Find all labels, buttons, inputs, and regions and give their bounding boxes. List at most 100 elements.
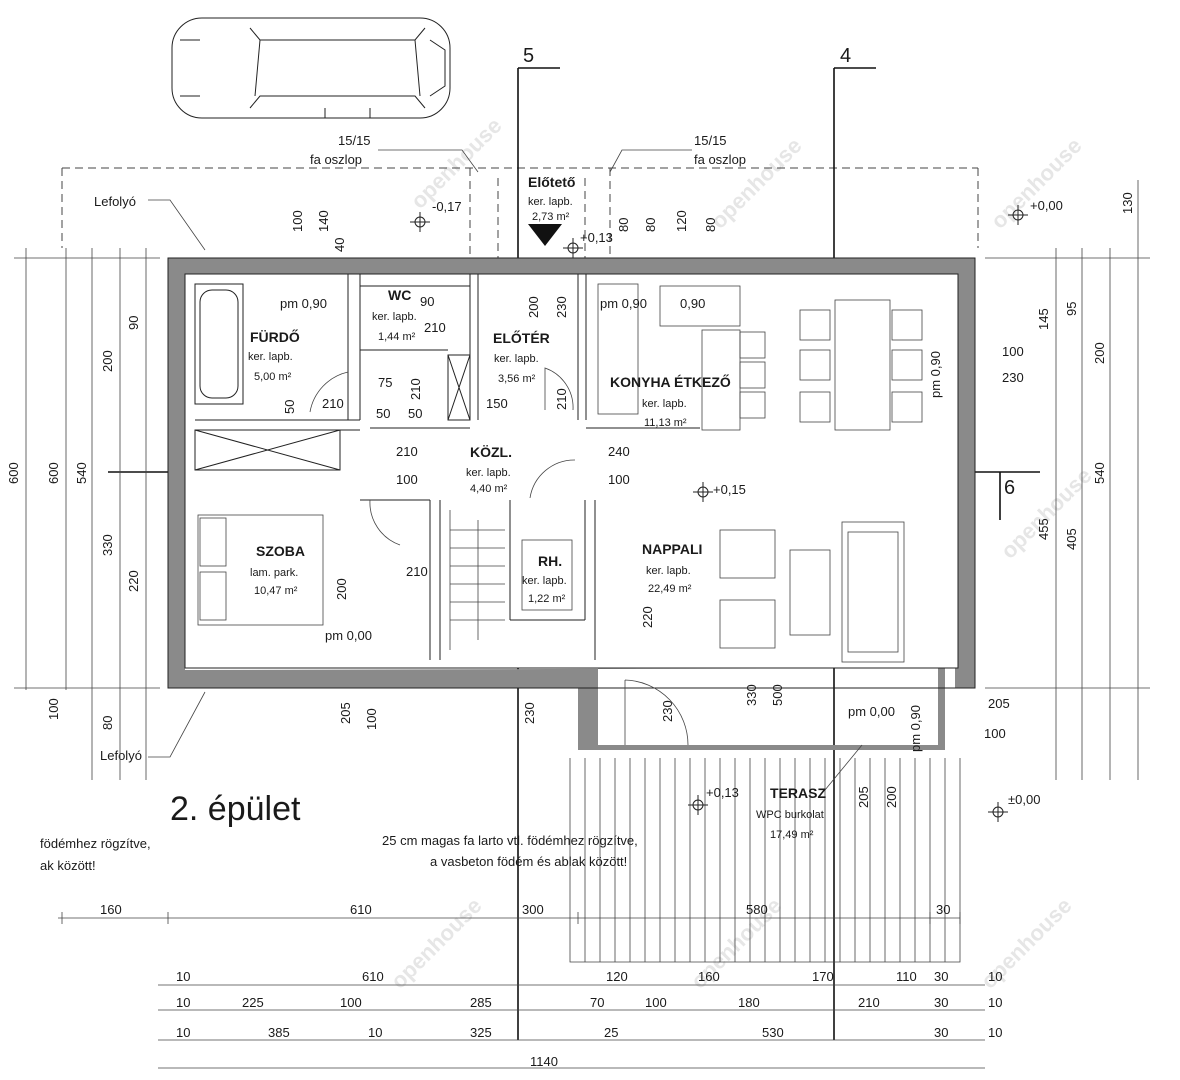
room-floor: ker. lapb. — [466, 467, 511, 479]
dim-bottom-row3: 30 — [934, 995, 948, 1010]
stair-symbol — [449, 510, 505, 650]
dim-bottom-row4: 10 — [176, 1025, 190, 1040]
dim-interior: 100 — [1002, 344, 1024, 359]
entrance-arrow-icon — [528, 224, 562, 246]
drain-label: Lefolyó — [100, 748, 142, 763]
leader-lines — [148, 149, 863, 791]
dim-interior: 100 — [364, 708, 379, 730]
dim-bottom-row3: 10 — [988, 995, 1002, 1010]
level-markers — [410, 205, 1028, 822]
dim-interior: 205 — [988, 696, 1010, 711]
sill-label: pm 0,90 — [908, 705, 923, 752]
room-area: 17,49 m² — [770, 829, 814, 841]
dim-interior: 200 — [334, 578, 349, 600]
room-name: WC — [388, 287, 411, 303]
dim-bottom-row2: 170 — [812, 969, 834, 984]
dim-bottom-row3: 225 — [242, 995, 264, 1010]
dim-interior: 150 — [486, 396, 508, 411]
dim-interior: 200 — [526, 296, 541, 318]
room-floor: ker. lapb. — [642, 398, 687, 410]
dim-bottom-row2: 10 — [988, 969, 1002, 984]
room-name: FÜRDŐ — [250, 328, 300, 345]
dim-interior: 210 — [406, 564, 428, 579]
room-area: 22,49 m² — [648, 583, 692, 595]
room-name: KONYHA ÉTKEZŐ — [610, 373, 731, 390]
sill-label: 0,90 — [680, 296, 705, 311]
axis-label-4: 4 — [840, 45, 851, 67]
dim-interior: 210 — [424, 320, 446, 335]
dim-bottom-row3: 285 — [470, 995, 492, 1010]
interior-walls — [194, 274, 700, 660]
dim-bottom-row2: 610 — [362, 969, 384, 984]
post-size: 15/15 — [338, 133, 371, 148]
room-name: Előtető — [528, 174, 575, 190]
dim-bottom-row1: 160 — [100, 902, 122, 917]
left-dimension-lines — [14, 248, 160, 780]
dim-bottom-row1: 580 — [746, 902, 768, 917]
dim-interior: 230 — [660, 700, 675, 722]
dim-bottom-row3: 70 — [590, 995, 604, 1010]
dim-bottom-row1: 300 — [522, 902, 544, 917]
note-line: födémhez rögzítve, — [40, 836, 151, 851]
dim-interior: 210 — [554, 388, 569, 410]
room-name: RH. — [538, 553, 562, 569]
dim-interior: 100 — [396, 472, 418, 487]
room-name: SZOBA — [256, 543, 305, 559]
dim-interior: 120 — [674, 210, 689, 232]
dim-interior: 80 — [703, 218, 718, 232]
dim-bottom-row2: 160 — [698, 969, 720, 984]
dim-interior: 210 — [408, 378, 423, 400]
sill-label: pm 0,90 — [600, 296, 647, 311]
dim-interior: 210 — [396, 444, 418, 459]
axis-label-6: 6 — [1004, 477, 1015, 499]
dim-right-540: 540 — [1092, 462, 1107, 484]
dim-left: 330 — [100, 534, 115, 556]
dim-bottom-row4: 30 — [934, 1025, 948, 1040]
dim-interior: 50 — [376, 406, 390, 421]
post-label: 15/15 — [338, 133, 371, 148]
sill-label: pm 0,00 — [325, 628, 372, 643]
dim-interior: 200 — [884, 786, 899, 808]
right-dimension-lines — [985, 180, 1150, 780]
dim-left: 200 — [100, 350, 115, 372]
dim-interior: 100 — [608, 472, 630, 487]
dim-interior: 240 — [608, 444, 630, 459]
room-area: 10,47 m² — [254, 585, 298, 597]
room-name: ELŐTÉR — [493, 329, 550, 346]
room-floor: ker. lapb. — [528, 196, 573, 208]
dim-bottom-row4: 10 — [988, 1025, 1002, 1040]
dim-interior: 50 — [282, 400, 297, 414]
dim-left: 100 — [46, 698, 61, 720]
room-name: TERASZ — [770, 785, 826, 801]
room-floor: ker. lapb. — [372, 311, 417, 323]
dim-interior: 230 — [1002, 370, 1024, 385]
terrace-deck — [569, 758, 961, 963]
dim-interior: 75 — [378, 375, 392, 390]
watermark-text: openhouse — [386, 893, 487, 994]
room-floor: ker. lapb. — [522, 575, 567, 587]
sill-label: pm 0,90 — [280, 296, 327, 311]
post-label: fa oszlop — [310, 152, 362, 167]
dim-left-540: 540 — [74, 462, 89, 484]
note-line: a vasbeton födém és ablak között! — [430, 854, 627, 869]
dim-interior: 100 — [984, 726, 1006, 741]
dim-left: 90 — [126, 316, 141, 330]
dim-interior: 90 — [420, 294, 434, 309]
level-label: +0,15 — [713, 482, 746, 497]
dim-bottom-row2: 110 — [896, 969, 917, 984]
dim-interior: 230 — [522, 702, 537, 724]
building-label: 2. épület — [170, 790, 301, 828]
room-area: 5,00 m² — [254, 371, 292, 383]
level-label: -0,17 — [432, 199, 462, 214]
dim-right-200: 200 — [1092, 342, 1107, 364]
dim-bottom-row4: 530 — [762, 1025, 784, 1040]
car-icon — [171, 17, 451, 119]
dim-right-145: 145 — [1036, 308, 1051, 330]
drain-label: Lefolyó — [94, 194, 136, 209]
room-floor: lam. park. — [250, 567, 298, 579]
dim-bottom-row3: 10 — [176, 995, 190, 1010]
dim-interior: 205 — [338, 702, 353, 724]
sill-label: pm 0,90 — [928, 351, 943, 398]
room-area: 1,22 m² — [528, 593, 566, 605]
dim-interior: 40 — [332, 238, 347, 252]
